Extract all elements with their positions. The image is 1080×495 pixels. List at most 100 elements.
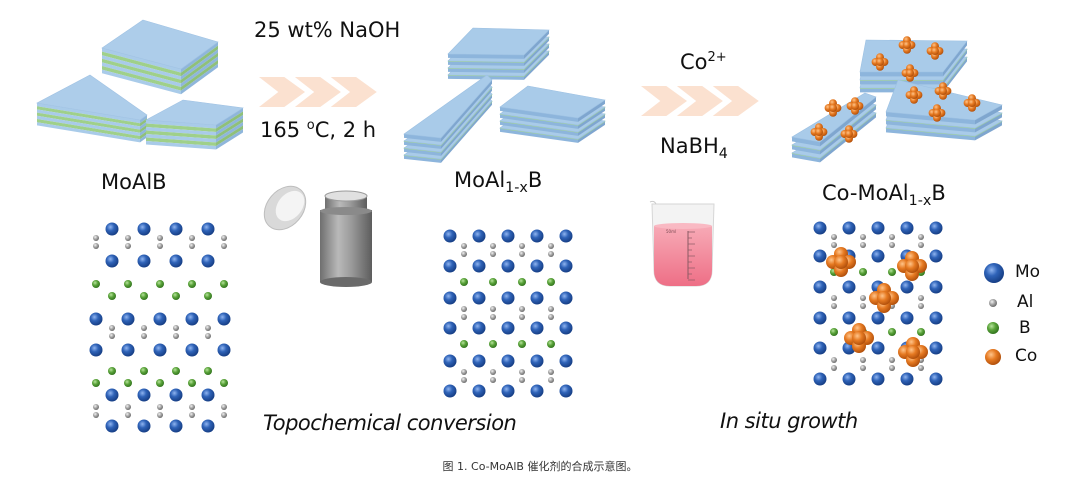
mo-atom [201,388,215,402]
al-atom [189,243,195,249]
reaction-arrow-step1 [259,77,377,107]
reaction-arrow-step2 [641,86,759,116]
mo-atom [89,343,103,357]
reductant-nabh4-label: NaBH4 [660,134,728,162]
mo-atom [201,419,215,433]
atom-legend [984,263,1004,365]
mo-atom [929,221,943,235]
co-nanocluster [963,94,981,112]
legend-b-marker [987,322,999,334]
moal1xb-stack-right [499,85,606,143]
mo-atom [472,229,486,243]
al-atom [157,235,163,241]
al-atom [889,357,895,363]
plate-edge [578,100,605,122]
moal1xb-stack-top [447,27,550,80]
co-nanocluster [810,123,828,141]
al-atom [548,377,554,383]
block-band-side [216,111,243,132]
al-atom [490,251,496,257]
mo-atom [121,343,135,357]
plate-edge [975,105,1002,125]
al-atom [221,404,227,410]
arrow-chevron [712,86,759,116]
plate-edge [792,153,820,163]
al-atom [831,357,837,363]
b-atom [124,280,132,288]
b-atom [917,328,925,336]
block-band-side [140,131,147,140]
mo-atom [559,384,573,398]
al-atom [860,242,866,248]
mo-atom [501,354,515,368]
b-atom [830,328,838,336]
co-atom [815,128,823,136]
al-atom [548,251,554,257]
al-atom [918,234,924,240]
plate-edge [500,107,578,122]
b-atom [92,280,100,288]
al-atom [831,365,837,371]
b-atom [108,367,116,375]
b-atom [156,379,164,387]
plate-edge [500,114,578,129]
block-band [37,109,140,130]
plate-edge [792,145,820,155]
b-atom [888,268,896,276]
autoclave-body-icon [320,190,372,287]
block-band-side [140,134,147,143]
mo-atom [559,321,573,335]
plate-edge [792,137,820,147]
figure-caption: 图 1. Co-MoAlB 催化剂的合成示意图。 [442,460,638,473]
condition-rest: C, 2 h [314,118,377,142]
co-atom [906,69,914,77]
label-main: NaBH [660,134,719,158]
co-nanocluster [898,36,916,54]
block-band-side [140,118,147,127]
al-atom [860,357,866,363]
mo-atom [472,354,486,368]
co-nanocluster [905,86,923,104]
al-atom [860,365,866,371]
plate-edge [404,141,441,149]
block-band [146,137,216,146]
label-subscript: 4 [718,145,728,162]
moalb-crystal-left [36,74,148,143]
co-nanocluster [926,42,944,60]
block-band-side [216,115,243,136]
plate-edge [578,107,605,129]
block-band [146,134,216,143]
arrow-chevron [259,77,305,107]
plate-edge [404,148,441,156]
al-atom [889,365,895,371]
co-nanocluster [824,99,842,117]
co-nanocluster [869,283,899,313]
al-atom [519,306,525,312]
al-atom [205,333,211,339]
plate-edge [886,128,975,141]
mo-atom [501,321,515,335]
al-atom [157,243,163,249]
b-atom [518,278,526,286]
block-band [102,55,181,80]
mo-atom [559,229,573,243]
al-atom [141,333,147,339]
condition-temp: 165 [260,118,307,142]
mo-atom [185,312,199,326]
co-nanocluster [846,97,864,115]
mo-atom [185,343,199,357]
al-atom [831,242,837,248]
b-atom [108,292,116,300]
mo-atom [472,259,486,273]
al-atom [125,235,131,241]
block-band [102,48,181,73]
plate-edge [404,134,441,142]
mo-atom [443,321,457,335]
legend-al-label: Al [1017,292,1034,312]
plate-edge [975,121,1002,141]
legend-mo-label: Mo [1015,262,1041,282]
b-atom [460,278,468,286]
block-top [101,19,219,70]
al-atom [93,243,99,249]
block-band-side [216,125,243,146]
